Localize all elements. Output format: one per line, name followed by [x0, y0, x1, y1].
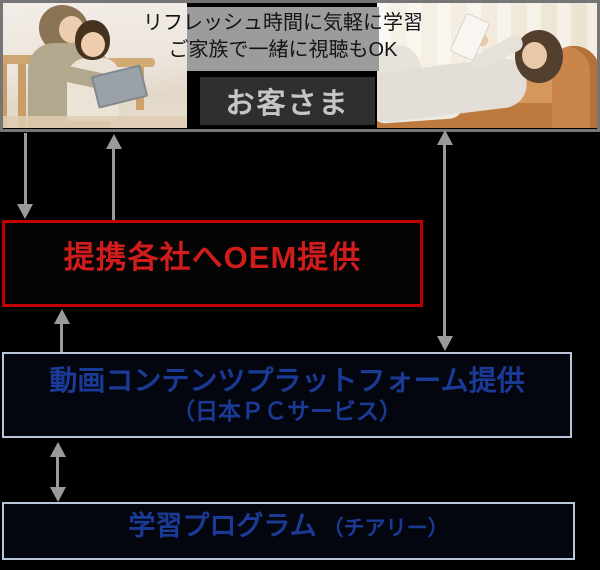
oem-label: 提携各社へOEM提供 — [63, 240, 362, 275]
caption-line-1: リフレッシュ時間に気軽に学習 — [143, 12, 423, 34]
floor-blur — [3, 116, 187, 128]
arrow-up-head-icon — [437, 130, 453, 145]
arrow-up-head-icon — [54, 309, 70, 324]
woman-face — [522, 42, 547, 69]
arrow-up-head-icon — [106, 134, 122, 149]
oem-box: 提携各社へOEM提供 — [2, 220, 423, 307]
chair-rail — [3, 55, 39, 64]
program-label-sub: （チアリー） — [322, 517, 449, 540]
platform-label-line1: 動画コンテンツプラットフォーム提供 — [49, 365, 525, 396]
caption-panel — [187, 7, 379, 71]
left-photo — [3, 3, 187, 128]
platform-box: 動画コンテンツプラットフォーム提供 （日本ＰＣサービス） — [2, 352, 572, 438]
arrow-down-head-icon — [437, 336, 453, 351]
customer-label-band: お客さま — [200, 77, 375, 125]
arrow-platform-program-shaft — [56, 456, 59, 489]
program-label-main: 学習プログラム — [128, 511, 317, 541]
arrow-customers-platform-shaft — [443, 144, 446, 337]
platform-label-line2: （日本ＰＣサービス） — [172, 398, 402, 424]
caption-line-2: ご家族で一緒に視聴もOK — [168, 39, 398, 61]
child-face — [81, 32, 105, 57]
right-photo — [377, 3, 597, 128]
chair-rail — [103, 58, 155, 67]
arrow-up-head-icon — [50, 442, 66, 457]
hero-caption: リフレッシュ時間に気軽に学習 ご家族で一緒に視聴もOK — [143, 10, 423, 64]
arrow-down-head-icon — [17, 204, 33, 219]
customer-label: お客さま — [225, 88, 350, 120]
customer-hero-strip: リフレッシュ時間に気軽に学習 ご家族で一緒に視聴もOK お客さま — [0, 0, 600, 132]
arrow-down-head-icon — [50, 487, 66, 502]
arrow-oem-to-customers-shaft — [112, 148, 115, 220]
arrow-customers-to-oem-shaft — [24, 133, 27, 205]
arrow-platform-to-oem-shaft — [60, 323, 63, 352]
program-box: 学習プログラム （チアリー） — [2, 502, 575, 560]
